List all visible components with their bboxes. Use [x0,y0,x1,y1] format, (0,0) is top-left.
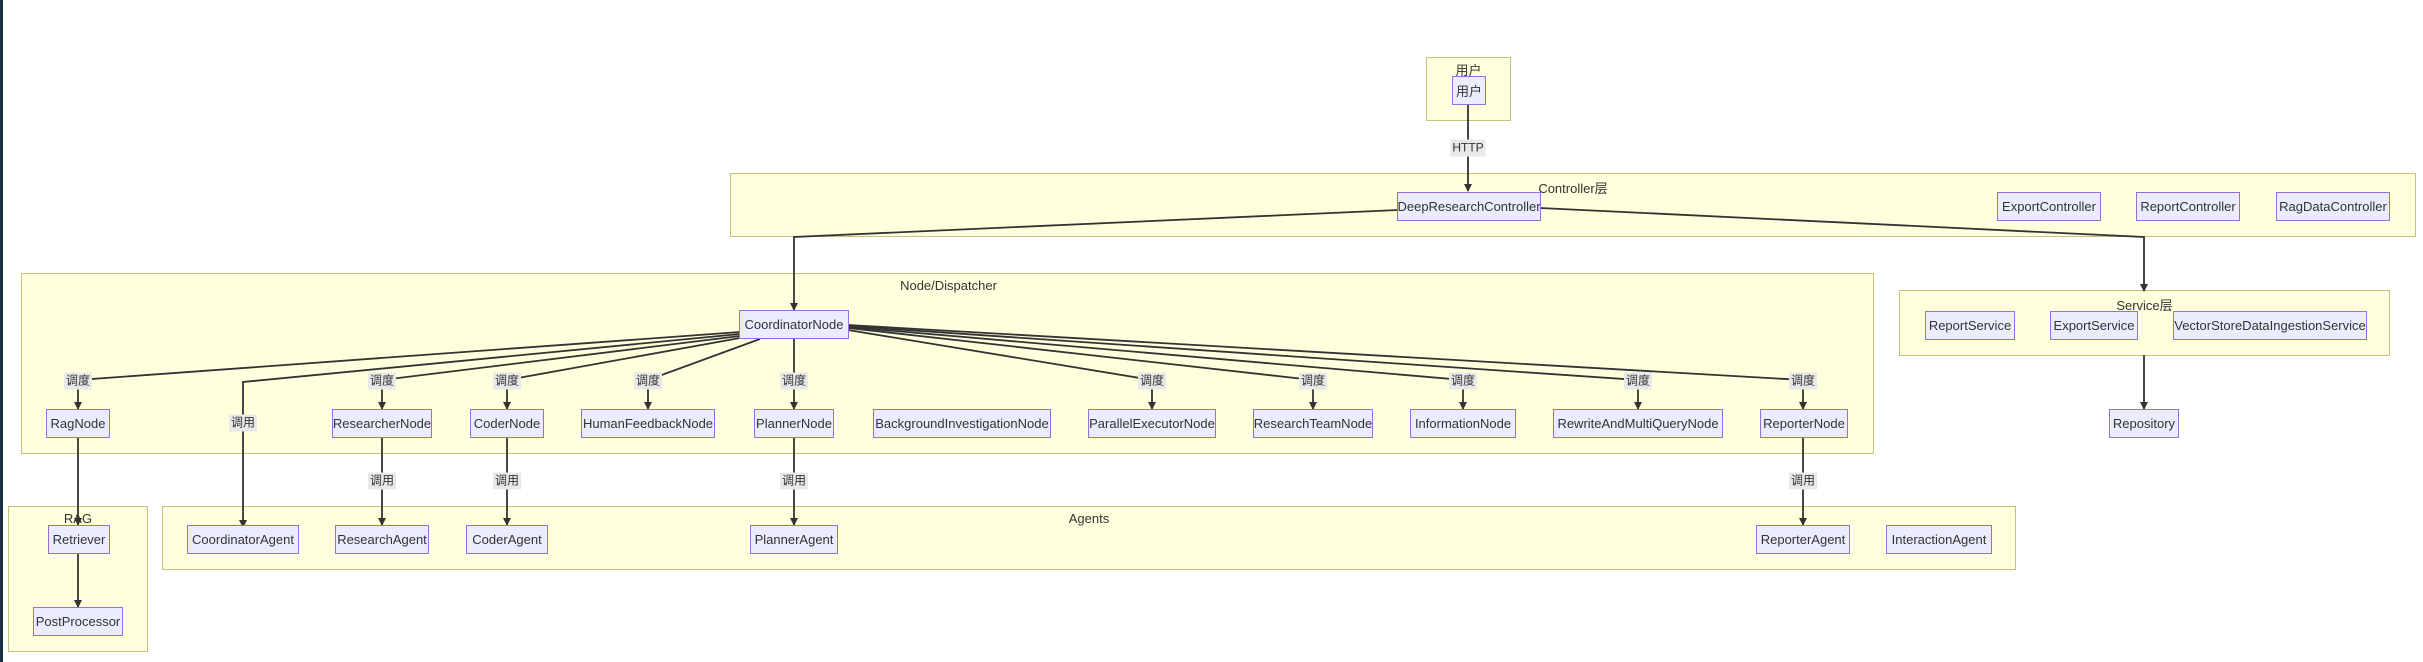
edge-label-call-research-agent: 调用 [367,472,397,490]
edge-coordinator-to-parallelexecutornode [847,329,1156,410]
group-agents-title: Agents [1068,511,1110,526]
edge-coordinator-to-reporternode [847,324,1807,410]
node-planner-agent[interactable]: PlannerAgent [750,525,838,554]
edge-label-dispatch-research-team: 调度 [1298,372,1328,390]
edge-label-dispatch-reporter: 调度 [1788,372,1818,390]
node-repository[interactable]: Repository [2109,409,2179,438]
edge-coordinator-to-codernode [503,337,741,410]
edge-label-dispatch-rewrite: 调度 [1623,372,1653,390]
node-coordinator[interactable]: CoordinatorNode [739,310,849,339]
node-research-team[interactable]: ResearchTeamNode [1253,409,1373,438]
node-post-processor[interactable]: PostProcessor [33,607,123,636]
group-controller-title: Controller层 [1538,181,1608,196]
node-user[interactable]: 用户 [1452,76,1486,105]
edge-label-dispatch-rag: 调度 [63,372,93,390]
edge-label-call-coordinator-agent: 调用 [228,414,258,432]
group-service-title: Service层 [2116,298,2173,313]
node-rewrite-multi-query[interactable]: RewriteAndMultiQueryNode [1553,409,1723,438]
edge-coordinator-to-rewritenode [847,325,1642,410]
edge-coordinator-to-humanfeedbacknode [644,338,761,410]
node-interaction-agent[interactable]: InteractionAgent [1886,525,1992,554]
edge-label-dispatch-information: 调度 [1448,372,1478,390]
edge-label-dispatch-human-feedback: 调度 [633,372,663,390]
edge-label-call-reporter-agent: 调用 [1788,472,1818,490]
edge-label-call-coder-agent: 调用 [492,472,522,490]
node-retriever[interactable]: Retriever [48,525,110,554]
group-user-title: 用户 [1455,63,1482,78]
window-edge [0,0,3,662]
node-coder[interactable]: CoderNode [470,409,544,438]
node-coder-agent[interactable]: CoderAgent [466,525,548,554]
group-node-dispatcher-title: Node/Dispatcher [900,278,997,293]
node-rag-data-controller[interactable]: RagDataController [2276,192,2390,221]
node-reporter[interactable]: ReporterNode [1760,409,1848,438]
edge-controller-to-coordinator [790,209,1399,311]
node-planner[interactable]: PlannerNode [754,409,834,438]
node-coordinator-agent[interactable]: CoordinatorAgent [187,525,299,554]
edge-label-http: HTTP [1450,139,1486,157]
edge-controller-to-service [1539,207,2148,292]
edge-label-dispatch-planner: 调度 [779,372,809,390]
node-report-service[interactable]: ReportService [1925,311,2015,340]
node-export-service[interactable]: ExportService [2050,311,2138,340]
edge-label-dispatch-researcher: 调度 [367,372,397,390]
node-human-feedback[interactable]: HumanFeedbackNode [581,409,715,438]
edge-label-call-planner-agent: 调用 [779,472,809,490]
group-controller: Controller层 [730,173,2416,237]
edge-label-dispatch-coder: 调度 [492,372,522,390]
edge-coordinator-to-informationnode [847,326,1467,410]
node-information[interactable]: InformationNode [1410,409,1516,438]
node-vector-store-service[interactable]: VectorStoreDataIngestionService [2173,311,2367,340]
node-researcher[interactable]: ResearcherNode [332,409,432,438]
node-parallel-executor[interactable]: ParallelExecutorNode [1088,409,1216,438]
node-report-controller[interactable]: ReportController [2136,192,2240,221]
edge-coordinator-to-coordinatoragent [239,333,741,528]
node-reporter-agent[interactable]: ReporterAgent [1756,525,1850,554]
edge-label-dispatch-parallel-executor: 调度 [1137,372,1167,390]
node-rag[interactable]: RagNode [46,409,110,438]
node-background-investigation[interactable]: BackgroundInvestigationNode [873,409,1051,438]
node-research-agent[interactable]: ResearchAgent [335,525,429,554]
node-export-controller[interactable]: ExportController [1997,192,2101,221]
node-deep-research-controller[interactable]: DeepResearchController [1397,192,1541,221]
